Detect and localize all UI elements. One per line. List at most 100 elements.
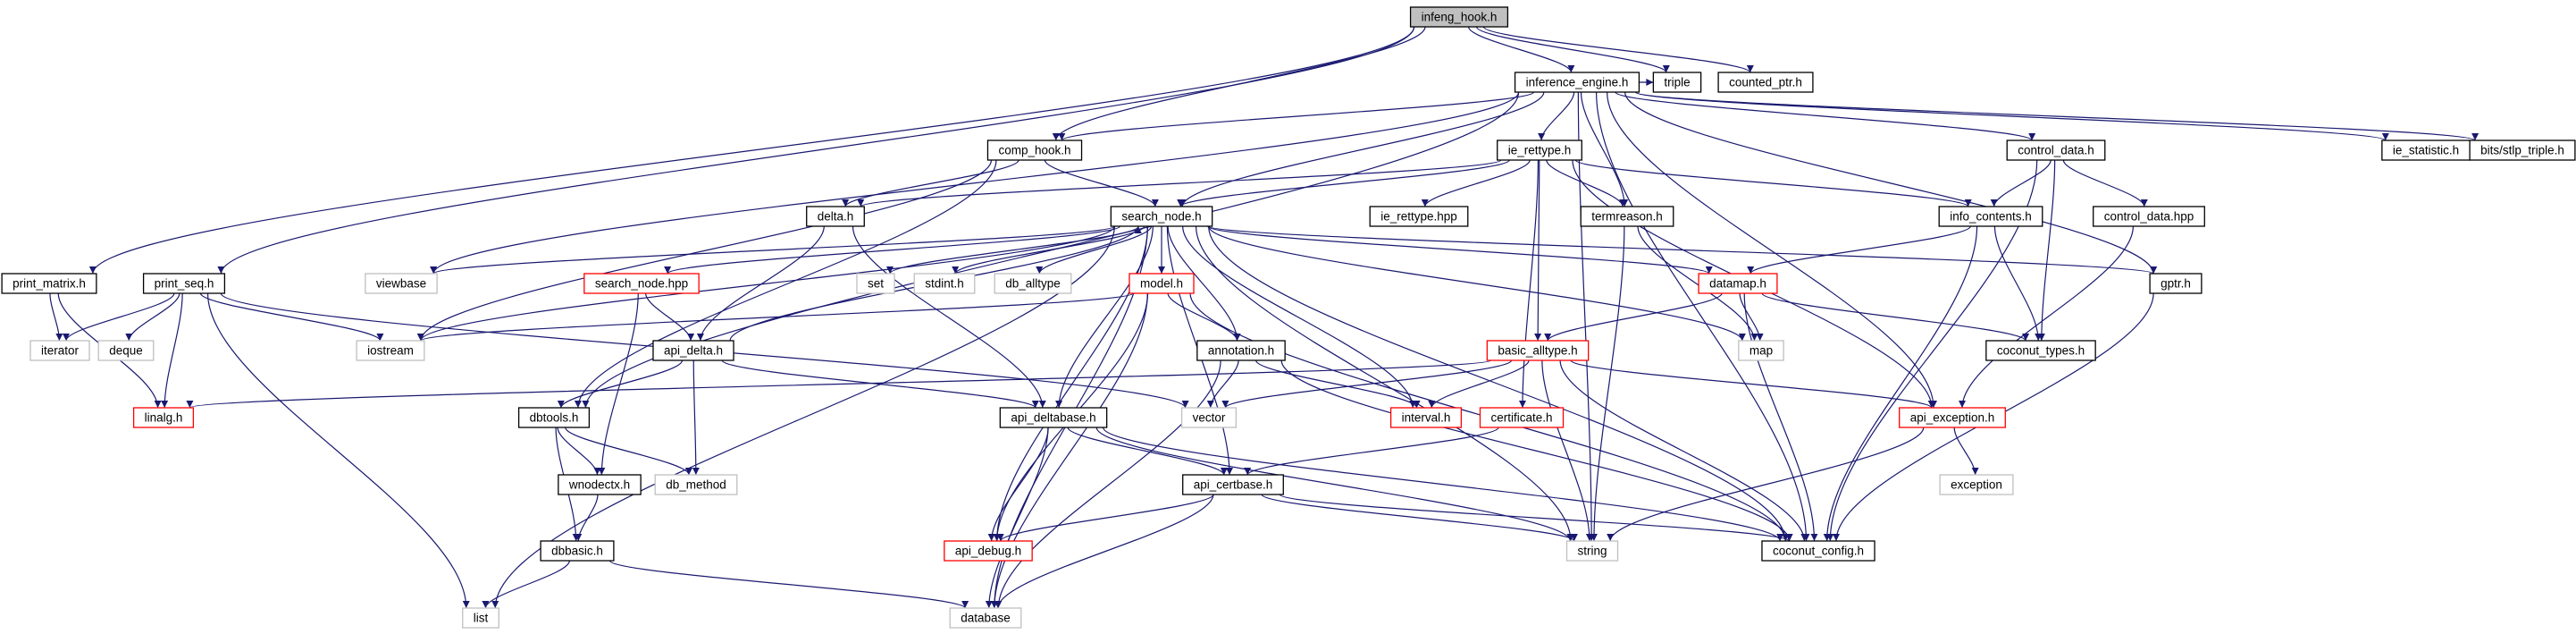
node-box xyxy=(583,273,700,294)
edge-print-seq-to-iterator xyxy=(63,292,175,342)
node-triple[interactable]: triple xyxy=(1652,72,1702,93)
node-gptr[interactable]: gptr.h xyxy=(2149,273,2203,294)
node-label: interval.h xyxy=(1402,411,1451,425)
node-print-seq[interactable]: print_seq.h xyxy=(142,273,226,294)
node-exception: exception xyxy=(1939,474,2014,495)
node-control-data[interactable]: control_data.h xyxy=(2006,139,2106,161)
edge-api-exception-to-string xyxy=(1607,427,1925,542)
node-info-contents[interactable]: info_contents.h xyxy=(1938,206,2043,227)
node-wnodectx[interactable]: wnodectx.h xyxy=(558,474,642,495)
node-ie-rettype-hpp[interactable]: ie_rettype.hpp xyxy=(1369,206,1469,227)
edge-search-node-to-interval xyxy=(1182,225,1417,409)
node-delta[interactable]: delta.h xyxy=(806,206,865,227)
edge-inference-engine-to-stlp-triple xyxy=(1634,91,2479,141)
node-label: wnodectx.h xyxy=(568,478,630,492)
edge-search-node-to-viewbase xyxy=(430,225,1115,275)
node-label: string xyxy=(1577,545,1607,558)
node-label: api_delta.h xyxy=(664,344,723,358)
node-control-data-hpp[interactable]: control_data.hpp xyxy=(2093,206,2205,227)
node-iostream: iostream xyxy=(356,340,425,361)
node-label: vector xyxy=(1193,411,1226,425)
edge-infeng-hook-to-triple xyxy=(1475,26,1670,73)
node-api-debug[interactable]: api_debug.h xyxy=(944,540,1033,562)
node-box xyxy=(1110,206,1213,227)
edge-delta-to-api-delta xyxy=(696,225,825,342)
edge-termreason-to-string xyxy=(1590,225,1625,542)
node-box xyxy=(2093,206,2205,227)
node-box xyxy=(2469,139,2576,161)
node-coconut-config[interactable]: coconut_config.h xyxy=(1761,540,1875,562)
node-annotation[interactable]: annotation.h xyxy=(1196,340,1286,361)
edge-annotation-to-interval xyxy=(1254,359,1421,409)
node-label: coconut_config.h xyxy=(1773,545,1864,558)
node-dbtools[interactable]: dbtools.h xyxy=(517,407,591,428)
edge-annotation-to-coconut-config xyxy=(1280,359,1793,542)
edge-api-deltabase-to-api-certbase xyxy=(1067,427,1228,476)
edge-search-node-hpp-to-api-delta xyxy=(645,292,695,342)
node-datamap[interactable]: datamap.h xyxy=(1698,273,1778,294)
node-deque: deque xyxy=(97,340,155,361)
edge-inference-engine-to-coconut-config xyxy=(1596,91,1810,542)
node-print-matrix[interactable]: print_matrix.h xyxy=(1,273,97,294)
node-api-delta[interactable]: api_delta.h xyxy=(652,340,734,361)
node-api-exception[interactable]: api_exception.h xyxy=(1899,407,2006,428)
node-map: map xyxy=(1738,340,1784,361)
node-ie-statistic[interactable]: ie_statistic.h xyxy=(2381,139,2471,161)
node-label: ie_rettype.hpp xyxy=(1380,210,1457,224)
node-box xyxy=(1985,340,2096,361)
edge-print-seq-to-linalg xyxy=(161,292,183,409)
node-label: ie_statistic.h xyxy=(2393,144,2459,157)
node-label: datamap.h xyxy=(1709,277,1766,291)
edge-info-contents-to-datamap xyxy=(1747,225,1971,275)
node-search-node-hpp[interactable]: search_node.hpp xyxy=(583,273,700,294)
edge-comp-hook-to-search-node xyxy=(1044,159,1159,207)
node-box xyxy=(365,273,438,294)
node-basic-alltype[interactable]: basic_alltype.h xyxy=(1486,340,1590,361)
edge-basic-alltype-to-api-exception xyxy=(1570,359,1935,409)
node-linalg[interactable]: linalg.h xyxy=(132,407,195,428)
node-model[interactable]: model.h xyxy=(1129,273,1195,294)
node-coconut-types[interactable]: coconut_types.h xyxy=(1985,340,2096,361)
edge-search-node-to-coconut-config xyxy=(1208,225,1790,542)
node-box xyxy=(2006,139,2106,161)
node-comp-hook[interactable]: comp_hook.h xyxy=(986,139,1083,161)
edge-basic-alltype-to-interval xyxy=(1428,359,1530,409)
node-box xyxy=(986,139,1083,161)
edge-comp-hook-to-dbtools xyxy=(574,159,997,409)
edge-api-certbase-to-coconut-config xyxy=(1279,494,1792,542)
node-label: gptr.h xyxy=(2161,277,2191,291)
node-box xyxy=(132,407,195,428)
node-box xyxy=(1182,474,1284,495)
edge-api-delta-to-api-deltabase xyxy=(721,359,1039,409)
node-box xyxy=(1497,139,1582,161)
node-api-certbase[interactable]: api_certbase.h xyxy=(1182,474,1284,495)
node-inference-engine[interactable]: inference_engine.h xyxy=(1514,72,1640,93)
node-label: infeng_hook.h xyxy=(1422,11,1498,24)
node-counted-ptr[interactable]: counted_ptr.h xyxy=(1717,72,1814,93)
node-stlp-triple[interactable]: bits/stlp_triple.h xyxy=(2469,139,2576,161)
edge-model-to-iostream xyxy=(417,292,1134,342)
edge-delta-to-api-deltabase xyxy=(852,225,1046,409)
edge-api-deltabase-to-coconut-config xyxy=(1103,427,1784,542)
node-ie-rettype[interactable]: ie_rettype.h xyxy=(1497,139,1582,161)
node-termreason[interactable]: termreason.h xyxy=(1580,206,1674,227)
node-label: inference_engine.h xyxy=(1526,76,1629,89)
node-box xyxy=(1486,340,1590,361)
node-certificate[interactable]: certificate.h xyxy=(1479,407,1565,428)
node-interval[interactable]: interval.h xyxy=(1389,407,1463,428)
node-infeng-hook[interactable]: infeng_hook.h xyxy=(1409,6,1509,28)
edge-inference-engine-to-ie-rettype xyxy=(1538,91,1575,141)
node-label: database xyxy=(961,612,1011,625)
edge-basic-alltype-to-linalg xyxy=(187,359,1491,409)
edge-annotation-to-database xyxy=(994,359,1221,609)
node-api-deltabase[interactable]: api_deltabase.h xyxy=(999,407,1108,428)
node-search-node[interactable]: search_node.h xyxy=(1110,206,1213,227)
edge-api-deltabase-to-database xyxy=(985,427,1049,609)
node-dbbasic[interactable]: dbbasic.h xyxy=(540,540,615,562)
edge-infeng-hook-to-print-seq xyxy=(217,26,1415,275)
node-box xyxy=(1580,206,1674,227)
node-box xyxy=(1738,340,1784,361)
node-list: list xyxy=(462,607,499,629)
node-box xyxy=(654,474,738,495)
edge-api-certbase-to-api-debug xyxy=(996,494,1214,542)
